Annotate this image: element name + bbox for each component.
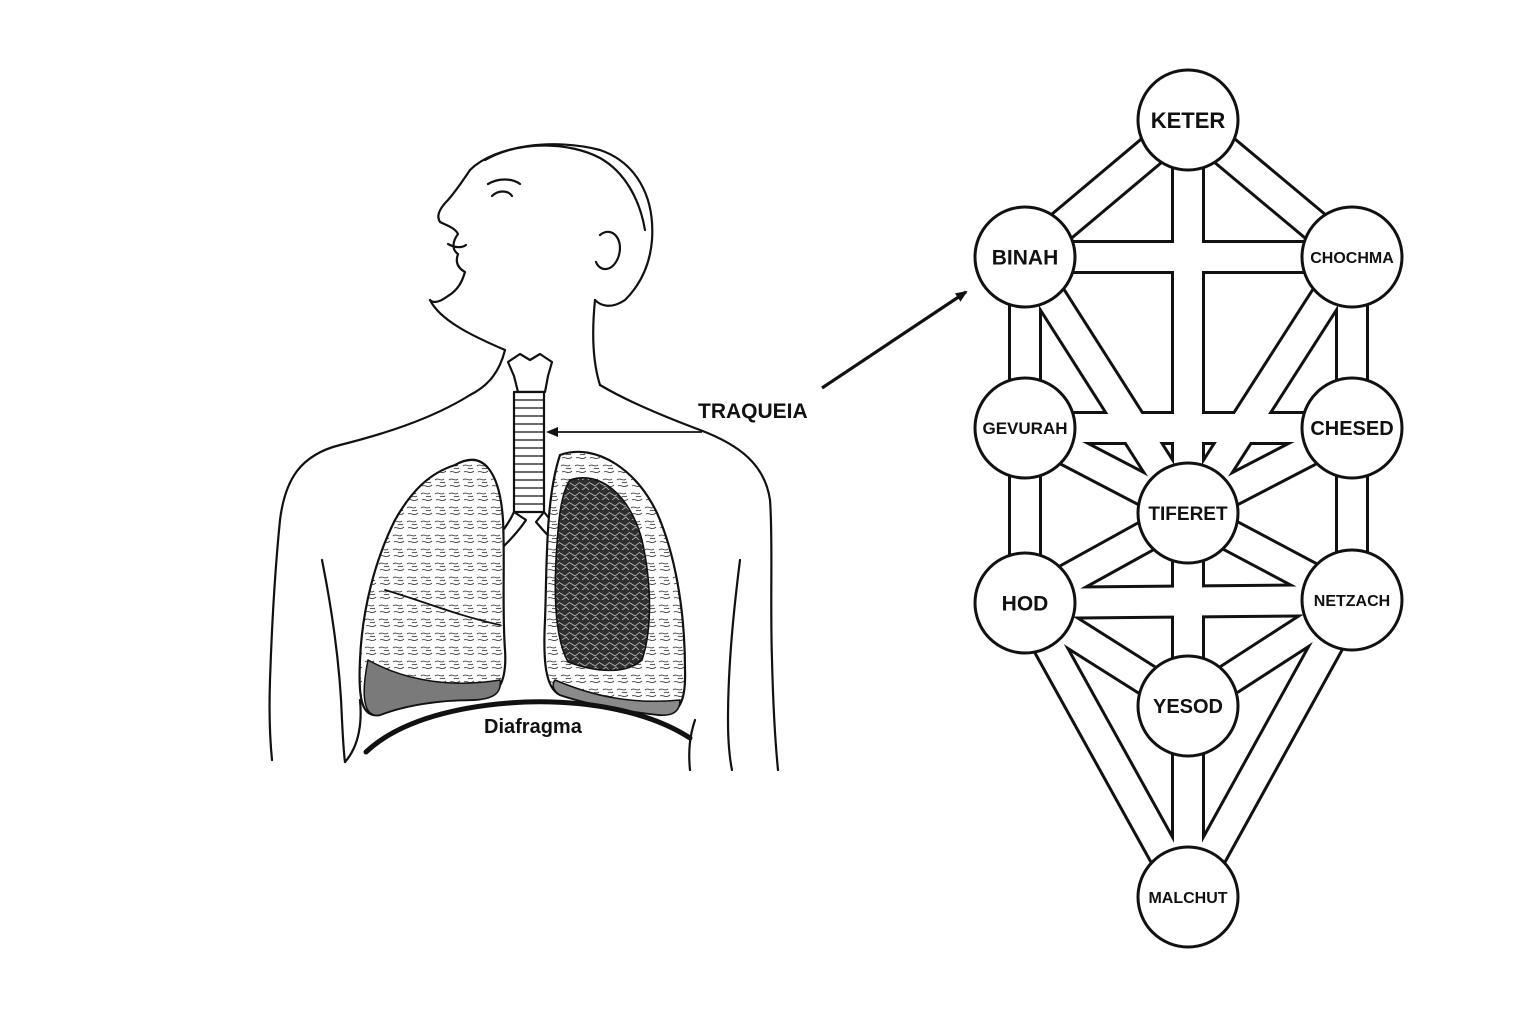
sefira-chesed-circle bbox=[1300, 376, 1404, 480]
diaphragm bbox=[363, 699, 693, 755]
sefira-hod-circle bbox=[973, 551, 1077, 655]
sefira-tiferet-label: TIFERET bbox=[1148, 504, 1228, 525]
left-shoulder bbox=[268, 393, 472, 762]
left-arm-inner bbox=[320, 558, 347, 764]
anatomy-illustration bbox=[268, 143, 780, 772]
eye bbox=[490, 190, 514, 198]
trachea-label: TRAQUEIA bbox=[698, 400, 808, 423]
sefira-chochma-label: CHOCHMA bbox=[1310, 250, 1394, 267]
trachea-rings bbox=[513, 399, 545, 505]
sefira-chesed-label: CHESED bbox=[1310, 418, 1393, 440]
left-lung-fissure bbox=[384, 589, 501, 626]
face-profile bbox=[428, 168, 472, 304]
sefira-netzach-circle bbox=[1300, 548, 1404, 652]
jaw-line bbox=[428, 298, 507, 352]
sefira-binah-circle bbox=[973, 205, 1077, 309]
right-arm-inner bbox=[726, 558, 742, 772]
neck-right bbox=[592, 298, 602, 387]
sefira-chochma-circle bbox=[1300, 205, 1404, 309]
sefira-keter-label: KETER bbox=[1151, 108, 1226, 133]
ear bbox=[594, 230, 621, 271]
sefira-gevurah-circle bbox=[973, 376, 1077, 480]
trachea bbox=[512, 390, 546, 514]
head-outline bbox=[468, 143, 654, 307]
sefira-keter-circle bbox=[1136, 68, 1240, 172]
path-hod-netzach bbox=[1024, 586, 1353, 617]
sefira-malchut-circle bbox=[1136, 845, 1240, 949]
path-netzach-malchut bbox=[1175, 593, 1365, 904]
larynx bbox=[506, 352, 554, 394]
connecting-arrow bbox=[821, 290, 968, 390]
right-lung-dissected bbox=[554, 477, 651, 672]
sefira-gevurah-label: GEVURAH bbox=[982, 419, 1067, 438]
right-lung-lower-shade bbox=[552, 679, 681, 716]
neck-left bbox=[468, 348, 507, 397]
sefira-yesod-circle bbox=[1136, 654, 1240, 758]
eyebrow bbox=[486, 178, 522, 186]
hair bbox=[483, 144, 647, 232]
path-hod-malchut bbox=[1012, 596, 1201, 904]
mouth bbox=[446, 242, 468, 249]
sefira-hod-label: HOD bbox=[1002, 593, 1049, 616]
sefira-netzach-label: NETZACH bbox=[1314, 593, 1390, 610]
tree-of-life-nodes: KETER BINAH CHOCHMA GEVURAH CHESED TIFERET HOD… bbox=[973, 68, 1404, 949]
waist-left bbox=[343, 698, 362, 764]
waist-right bbox=[688, 718, 697, 772]
sefira-malchut-label: MALCHUT bbox=[1148, 890, 1227, 907]
left-lung-lower-shade bbox=[363, 659, 502, 716]
diaphragm-label: Diafragma bbox=[484, 716, 583, 738]
sefira-yesod-label: YESOD bbox=[1153, 696, 1223, 718]
sefira-binah-label: BINAH bbox=[992, 247, 1059, 270]
right-shoulder bbox=[598, 383, 780, 772]
sefira-tiferet-circle bbox=[1136, 461, 1240, 565]
